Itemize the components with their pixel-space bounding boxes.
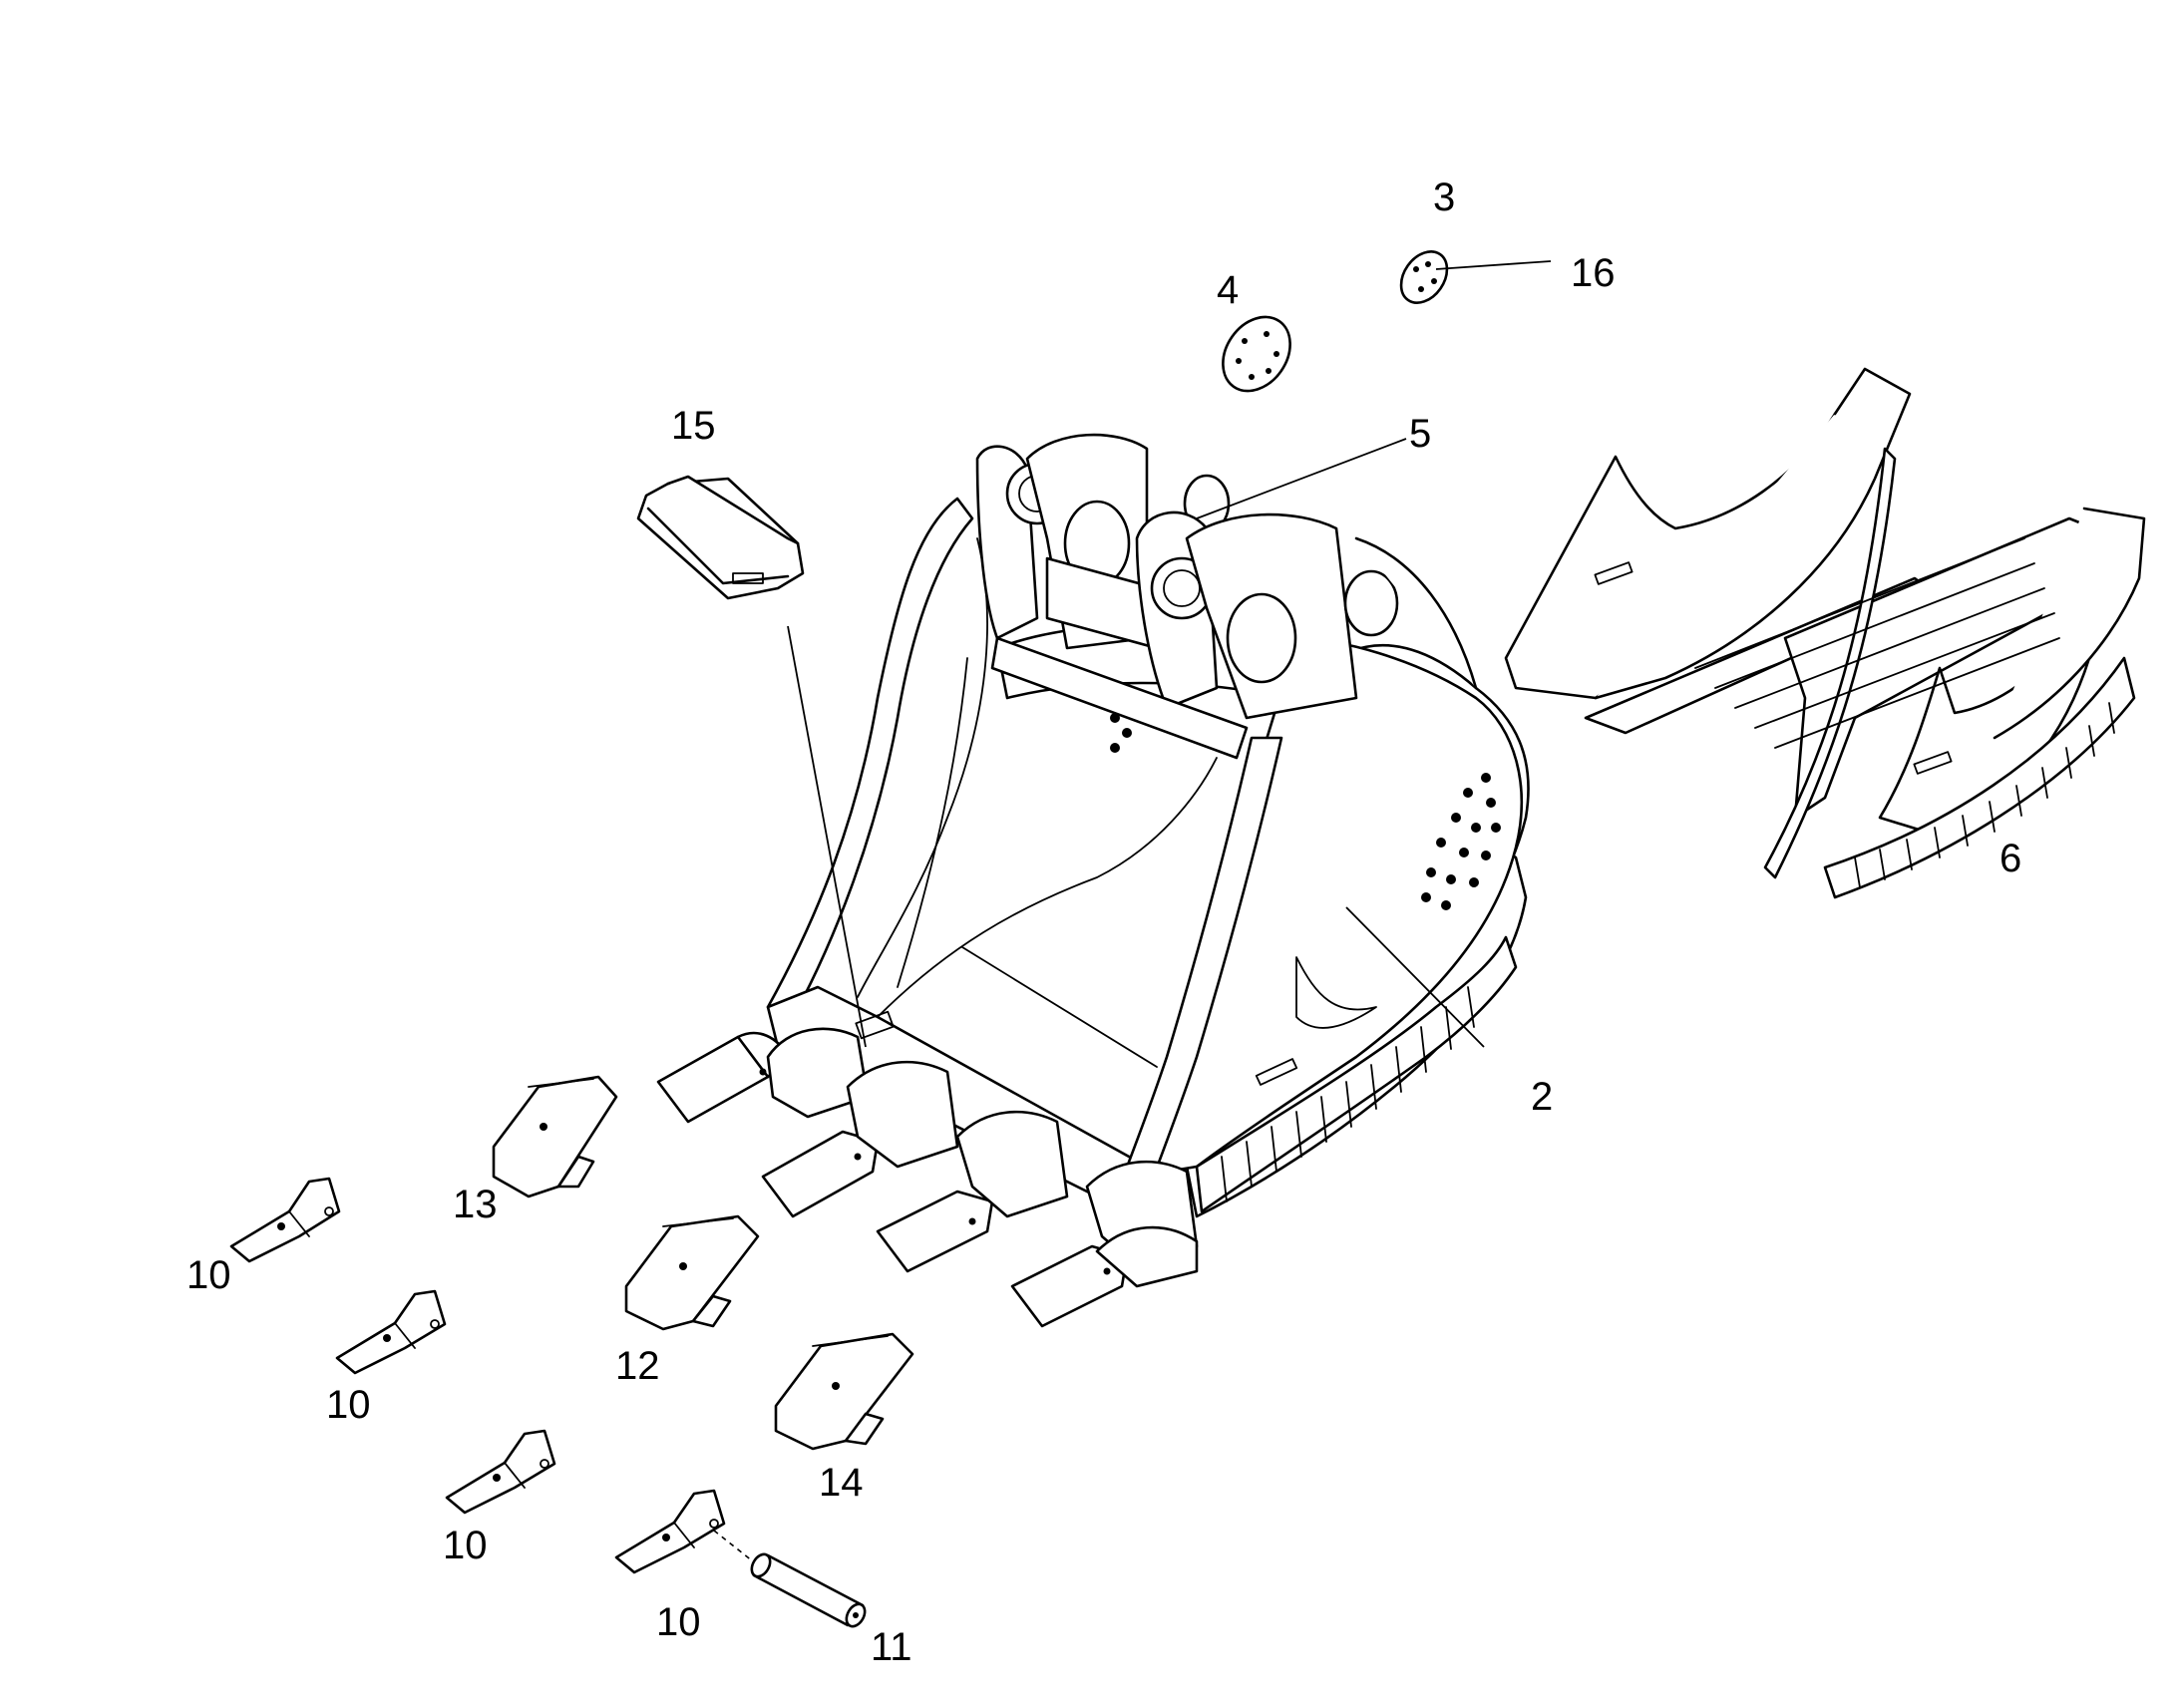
part-13-tooth	[492, 1075, 618, 1198]
part-6-side-cutter	[1504, 367, 2146, 899]
callout-10-a: 10	[186, 1253, 231, 1297]
callout-10-c: 10	[443, 1524, 488, 1567]
part-11-pin	[750, 1552, 867, 1628]
part-15-block	[636, 475, 867, 1048]
callout-14: 14	[819, 1461, 864, 1505]
callout-4: 4	[1217, 268, 1239, 312]
callout-11: 11	[871, 1625, 912, 1669]
callout-10-b: 10	[326, 1383, 371, 1427]
part-3-disc	[1399, 250, 1552, 304]
part-10-adapter-a	[229, 1177, 341, 1263]
callout-15: 15	[671, 404, 716, 448]
callout-3: 3	[1433, 175, 1455, 219]
callout-2: 2	[1531, 1075, 1553, 1119]
callout-6: 6	[1999, 837, 2021, 880]
callout-10-d: 10	[656, 1600, 701, 1644]
leader-5	[1196, 438, 1407, 519]
part-14-tooth	[774, 1332, 914, 1451]
callout-5: 5	[1409, 412, 1431, 456]
callout-12: 12	[615, 1344, 660, 1388]
part-10-adapter-d	[614, 1489, 759, 1574]
bucket-linkage-ears	[975, 433, 1478, 760]
part-12-tooth	[624, 1214, 760, 1331]
bucket-teeth-row	[656, 1010, 1199, 1328]
callout-labels: 3 16 4 15 5 6 2 13 10 12 10 14 10 10 11	[186, 175, 2021, 1669]
part-10-adapter-b	[335, 1289, 447, 1375]
callout-16: 16	[1571, 251, 1616, 295]
part-4-disc	[1222, 315, 1291, 393]
callout-13: 13	[453, 1183, 498, 1226]
part-10-adapter-c	[445, 1429, 556, 1515]
